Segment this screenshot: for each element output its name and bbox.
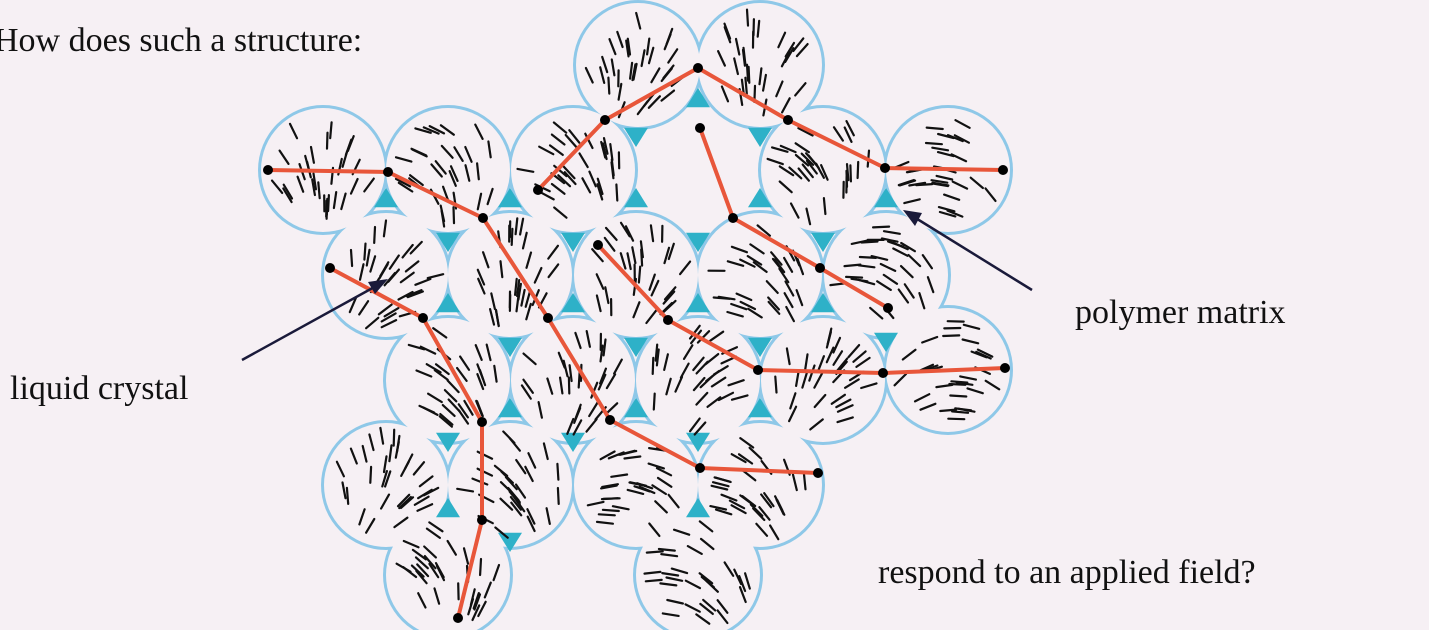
defect-point <box>325 263 335 273</box>
defect-point <box>695 463 705 473</box>
defect-point <box>878 368 888 378</box>
director-dash <box>394 430 395 446</box>
director-dash <box>747 10 748 26</box>
director-dash <box>370 467 371 483</box>
director-dash <box>745 78 746 94</box>
director-dash <box>927 128 943 129</box>
defect-point <box>998 165 1008 175</box>
defect-point <box>693 63 703 73</box>
director-dash <box>512 229 513 245</box>
director-dash <box>847 171 848 187</box>
director-dash <box>850 165 851 181</box>
defect-point <box>880 163 890 173</box>
director-dash <box>639 267 640 283</box>
director-dash <box>845 265 861 267</box>
director-dash <box>873 227 889 228</box>
defect-point <box>783 115 793 125</box>
defect-point <box>663 315 673 325</box>
director-dash <box>654 394 655 410</box>
director-dash <box>328 195 329 211</box>
defect-point <box>815 263 825 273</box>
defect-point <box>695 123 705 133</box>
director-dash <box>862 242 878 243</box>
director-dash <box>480 559 481 575</box>
director-dash <box>454 207 455 223</box>
director-dash <box>858 162 859 178</box>
director-dash <box>579 372 580 388</box>
director-dash <box>604 498 620 499</box>
director-dash <box>951 381 967 382</box>
director-dash <box>948 419 964 420</box>
director-dash <box>775 377 776 393</box>
director-dash <box>327 133 328 149</box>
director-dash <box>646 580 662 581</box>
director-dash <box>374 227 375 243</box>
director-dash <box>952 411 968 412</box>
director-dash <box>603 510 619 511</box>
director-dash <box>846 277 862 278</box>
defect-point <box>753 365 763 375</box>
director-dash <box>557 464 558 480</box>
director-dash <box>943 335 959 336</box>
director-dash <box>347 488 348 504</box>
director-dash <box>824 198 826 214</box>
director-dash <box>714 298 730 299</box>
director-dash <box>641 250 642 266</box>
defect-point <box>453 613 463 623</box>
director-dash <box>758 21 760 37</box>
director-dash <box>860 257 876 258</box>
director-dash <box>330 122 331 138</box>
defect-point <box>593 240 603 250</box>
director-dash <box>608 78 609 94</box>
defect-point <box>418 313 428 323</box>
liquid-crystal-droplet <box>574 213 698 337</box>
director-dash <box>926 143 942 144</box>
director-dash <box>318 182 319 198</box>
director-dash <box>364 244 365 260</box>
director-dash <box>647 551 663 552</box>
defect-point <box>477 515 487 525</box>
director-dash <box>616 185 617 201</box>
defect-point <box>478 213 488 223</box>
defect-point <box>383 167 393 177</box>
liquid-crystal-droplet <box>761 318 885 442</box>
director-dash <box>950 396 966 397</box>
director-dash <box>653 358 654 374</box>
defect-point <box>728 213 738 223</box>
director-dash <box>558 488 559 504</box>
defect-point <box>600 115 610 125</box>
director-dash <box>351 250 352 266</box>
director-dash <box>599 514 615 515</box>
defect-point <box>477 417 487 427</box>
liquid-crystal-droplet <box>386 108 510 232</box>
defect-point <box>533 185 543 195</box>
liquid-crystal-droplet <box>511 108 635 232</box>
defect-point <box>813 468 823 478</box>
defect-point <box>1000 363 1010 373</box>
defect-point <box>883 303 893 313</box>
defect-point <box>543 313 553 323</box>
director-dash <box>749 67 750 83</box>
defect-point <box>605 415 615 425</box>
droplet-fill <box>261 3 1010 630</box>
defect-point <box>263 165 273 175</box>
